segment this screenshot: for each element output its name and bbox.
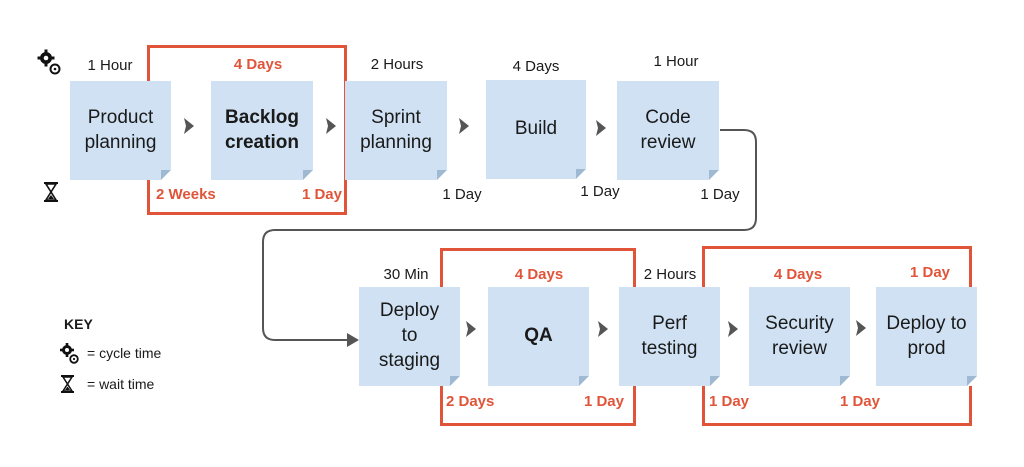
connector-arrowhead: [347, 333, 359, 347]
step-build: Build: [486, 80, 586, 179]
cycle-time-build: 4 Days: [512, 58, 560, 75]
wait-time-security-left: 1 Day: [709, 393, 750, 410]
arrow-5: [466, 321, 476, 337]
wait-time-qa-right: 1 Day: [583, 393, 624, 410]
step-security-review: Security review: [749, 287, 850, 386]
step-deploy-staging: Deploy to staging: [359, 287, 460, 386]
cycle-time-backlog-creation: 4 Days: [233, 56, 283, 73]
cycle-time-sprint-planning: 2 Hours: [370, 56, 424, 73]
step-code-review: Code review: [617, 81, 719, 180]
cycle-time-qa: 4 Days: [514, 266, 564, 283]
cycle-time-security-review: 4 Days: [773, 266, 823, 283]
connector-line: [262, 129, 757, 341]
step-deploy-prod: Deploy to prod: [876, 287, 977, 386]
step-perf-testing: Perf testing: [619, 287, 720, 386]
wait-time-review-staging: 1 Day: [700, 186, 740, 203]
arrow-1: [184, 118, 194, 134]
cycle-time-code-review: 1 Hour: [653, 53, 699, 70]
wait-time-backlog-left: 2 Weeks: [156, 186, 216, 203]
wait-time-staging-qa-left: 2 Days: [446, 393, 495, 410]
wait-time-prod-left: 1 Day: [839, 393, 880, 410]
key-wait-time-label: = wait time: [87, 376, 155, 392]
cycle-time-deploy-prod: 1 Day: [909, 264, 951, 281]
cycle-time-deploy-staging: 30 Min: [383, 266, 429, 283]
key-hourglass-icon: [61, 375, 74, 393]
step-sprint-planning: Sprint planning: [345, 81, 447, 180]
arrow-8: [856, 320, 866, 336]
arrow-3: [459, 118, 469, 134]
step-product-planning: Product planning: [70, 81, 171, 180]
arrow-6: [598, 321, 608, 337]
key-gears-icon: [60, 343, 79, 364]
arrow-4: [596, 120, 606, 136]
key-title: KEY: [64, 316, 93, 332]
cycle-time-product-planning: 1 Hour: [87, 57, 133, 74]
gears-icon: [37, 49, 61, 75]
hourglass-icon: [44, 182, 58, 202]
step-backlog-creation: Backlog creation: [211, 81, 313, 180]
wait-time-sprint-build: 1 Day: [442, 186, 482, 203]
wait-time-build-review: 1 Day: [580, 183, 620, 200]
cycle-time-perf-testing: 2 Hours: [643, 266, 697, 283]
arrow-7: [728, 321, 738, 337]
arrow-group: [184, 118, 866, 347]
step-qa: QA: [488, 287, 589, 386]
wait-time-backlog-right: 1 Day: [301, 186, 342, 203]
key-cycle-time-label: = cycle time: [87, 345, 162, 361]
arrow-2: [326, 118, 336, 134]
